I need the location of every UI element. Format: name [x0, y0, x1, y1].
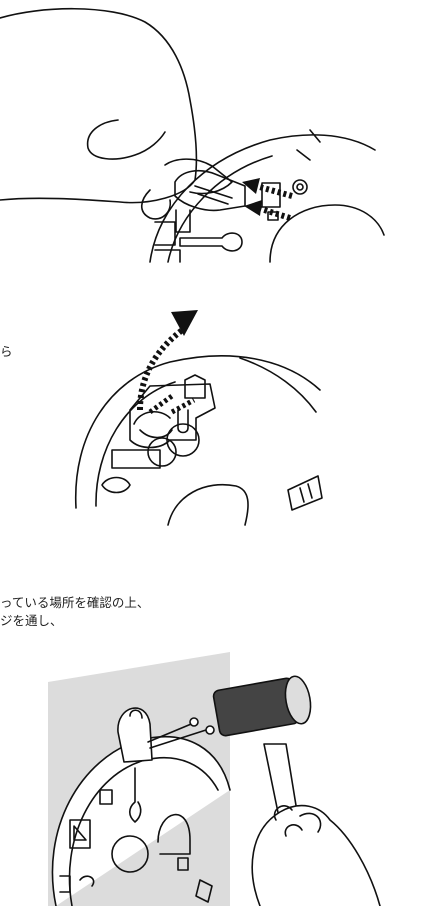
step2-illustration: [74, 310, 323, 526]
step3-text-line1: っている場所を確認の上、: [0, 595, 150, 610]
push-arrows: [242, 178, 293, 221]
keyhole: [177, 409, 189, 434]
step3-text-line2: ジを通し、: [0, 613, 63, 628]
step2-text-fragment: ら: [0, 344, 13, 359]
hand: [251, 804, 381, 906]
detector-base-outline: [149, 134, 376, 263]
step1-illustration: [0, 7, 385, 263]
hand: [0, 7, 198, 204]
rotate-arrow: [137, 325, 187, 411]
keyhole-slot: [179, 232, 243, 252]
oval-slot: [101, 476, 131, 494]
step3-illustration: [48, 652, 381, 906]
